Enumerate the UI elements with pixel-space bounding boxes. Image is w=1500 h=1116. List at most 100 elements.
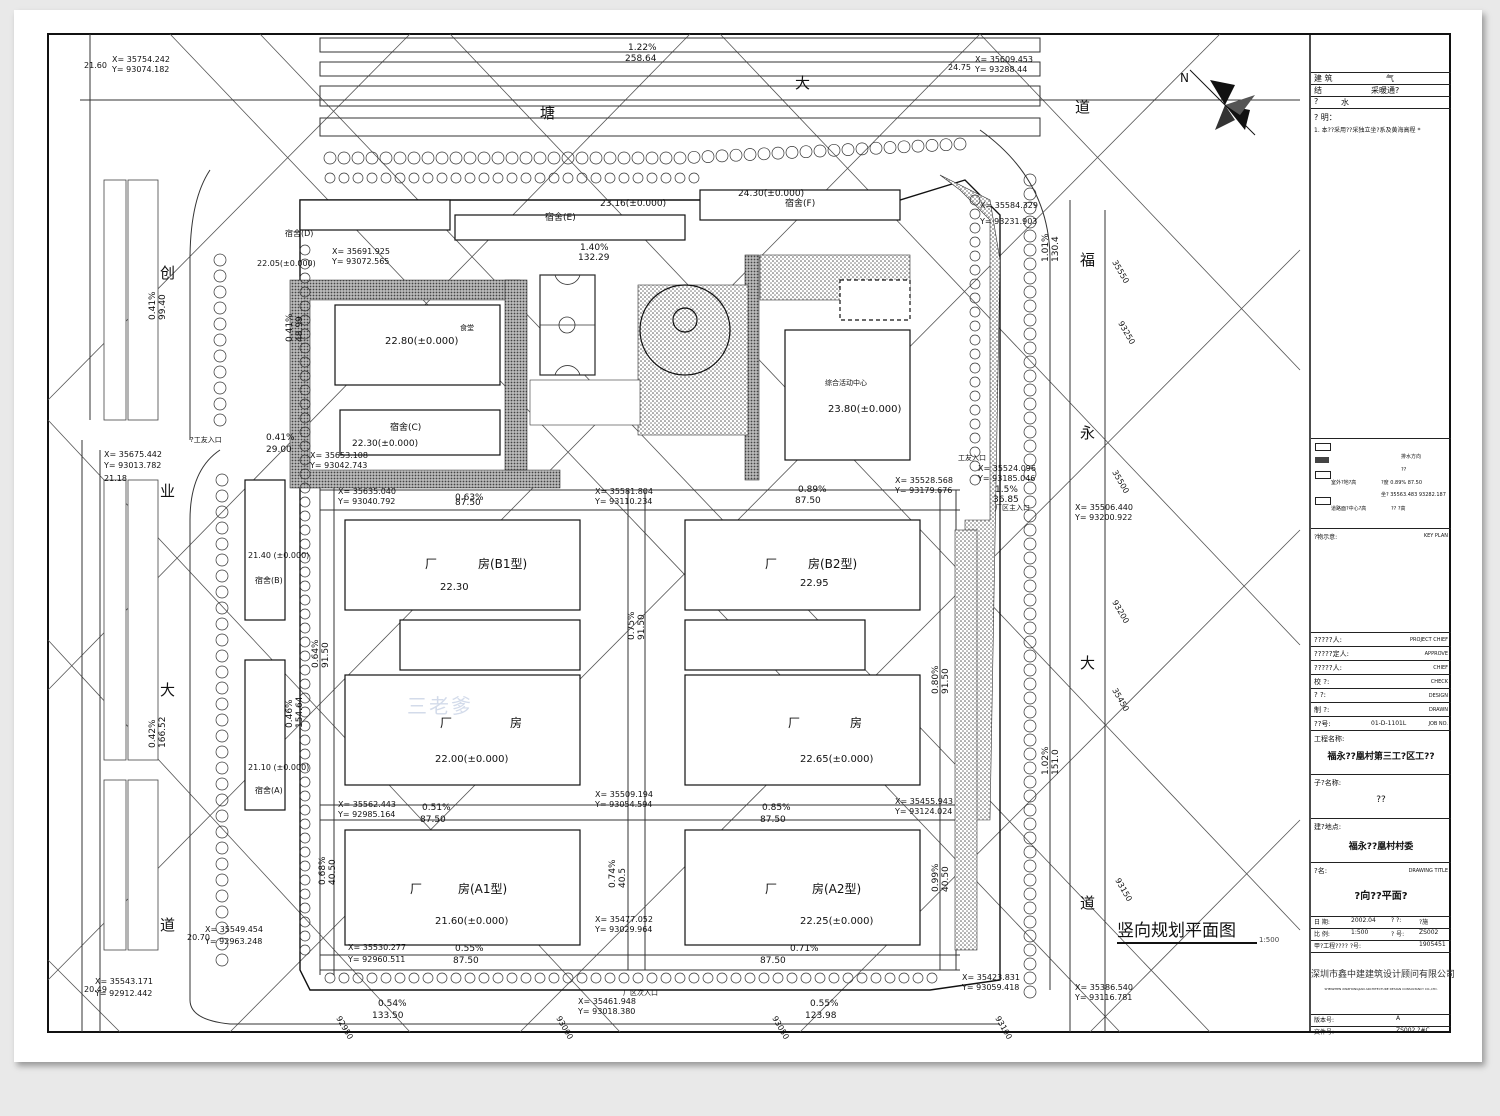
legend-swatch-2 (1315, 457, 1329, 463)
internal-roads (319, 485, 960, 975)
tree-icon (215, 841, 229, 855)
gradient-6-pct: 0.41% (266, 433, 295, 443)
tree-icon (408, 172, 420, 184)
tree-icon (646, 172, 658, 184)
tree-icon (953, 137, 967, 151)
tb-legend: 排水方向 ?? 室外?地?高 ?度 0.89% 87.50 坐? 35563.4… (1311, 438, 1451, 529)
grid-label-7: 93100 (993, 1015, 1014, 1042)
coord-1-h: 21.60 (84, 61, 107, 70)
tree-icon (1023, 481, 1037, 495)
grid-label-5: 35450 (1110, 687, 1131, 714)
canteen-label: 食堂 (460, 323, 474, 332)
tree-icon (1023, 677, 1037, 691)
coord-11-y: Y= 93116.781 (1074, 993, 1132, 1002)
grid-label-2: 93250 (1116, 320, 1137, 347)
tree-icon (299, 636, 311, 648)
tree-icon (324, 172, 336, 184)
tree-icon (299, 692, 311, 704)
tb-site-name: 福永??凰村村委 (1348, 842, 1414, 852)
tb-role-4-en: CHECK (1430, 679, 1448, 685)
tree-icon (800, 972, 812, 984)
canteen-elev: 22.80(±0.000) (385, 336, 459, 347)
tree-icon (450, 972, 462, 984)
tree-icon (1023, 761, 1037, 775)
tree-icon (338, 972, 350, 984)
vgradient-1-len: 99.40 (158, 294, 168, 320)
tree-icon (213, 285, 227, 299)
coord-10-x: X= 35423.831 (962, 973, 1020, 982)
coord-3-h: 21.18 (104, 474, 127, 483)
tree-icon (299, 468, 311, 480)
tree-icon (299, 706, 311, 718)
tree-icon (1023, 439, 1037, 453)
tree-icon (673, 151, 687, 165)
tree-icon (215, 489, 229, 503)
tree-icon (299, 426, 311, 438)
drawing-frame (47, 33, 1451, 1033)
tb-site-label: 建?地点: (1314, 823, 1342, 831)
tree-icon (421, 151, 435, 165)
coord-19-y: Y= 93124.024 (894, 807, 952, 816)
tree-icon (590, 172, 602, 184)
tree-icon (702, 972, 714, 984)
tb-meta-2: 比 例: 1:500 ? 号: ZS002 (1311, 928, 1451, 941)
tree-icon (215, 729, 229, 743)
building-a2-elev: 22.25(±0.000) (800, 916, 874, 927)
tb-legend-3-l: 室外?地?高 (1331, 480, 1357, 486)
coordinate-grid (47, 33, 1301, 1033)
tree-icon (1023, 845, 1037, 859)
tree-icon (969, 460, 981, 472)
vgradient-10-pct: 0.99% (931, 863, 941, 892)
tree-icon (215, 921, 229, 935)
tree-icon (299, 678, 311, 690)
vgradient-4-pct: 0.64% (311, 639, 321, 668)
dorm-f-elev: 24.30(±0.000) (738, 189, 804, 199)
vertical-gradient-labels: 0.41% 99.40 0.41% 48.99 0.75% 91.50 0.64… (148, 233, 1061, 892)
tb-header-row-3: ? 水 (1311, 96, 1451, 109)
tree-icon (215, 761, 229, 775)
tree-icon (1023, 887, 1037, 901)
tree-icon (215, 521, 229, 535)
tb-sub-name: ?? (1376, 795, 1386, 805)
tb-role-4-cn: 校 ?: (1314, 678, 1330, 686)
tree-icon (477, 151, 491, 165)
gradient-9-len: 87.50 (453, 956, 479, 966)
tree-icon (533, 151, 547, 165)
tree-icon (576, 172, 588, 184)
tb-version: 版本号: A (1311, 1014, 1451, 1027)
tree-icon (215, 697, 229, 711)
tree-icon (366, 972, 378, 984)
dorm-d-label: 宿舍(D) (285, 228, 313, 238)
tree-icon (604, 172, 616, 184)
tree-icon (1023, 775, 1037, 789)
left-road-char-4: 道 (160, 916, 175, 934)
tree-icon (215, 873, 229, 887)
tree-icon (911, 139, 925, 153)
building-mid-left-elev: 22.00(±0.000) (435, 754, 509, 765)
basketball-court (539, 274, 596, 376)
tree-icon (1023, 719, 1037, 733)
vgradient-7-pct: 0.42% (148, 719, 158, 748)
tb-drawing-label: ?名: (1314, 867, 1328, 875)
tree-icon (757, 147, 771, 161)
site-plan-drawing: N 塘 大 道 创 业 大 道 福 永 大 道 厂 房(B1型) 22.30 厂… (47, 33, 1451, 1042)
tb-meta-1-l: 日 期: (1314, 919, 1330, 926)
gradient-3-len: 87.50 (455, 498, 481, 508)
tree-icon (213, 397, 227, 411)
building-b1-label-b: 房(B1型) (478, 556, 527, 571)
building-mid-right-label-b: 房 (850, 715, 862, 730)
tree-icon (969, 194, 981, 206)
tree-icon (215, 809, 229, 823)
dorm-e-elev: 23.16(±0.000) (600, 199, 666, 209)
tree-icon (884, 972, 896, 984)
tb-role-7-val: 01-D-1101L (1371, 720, 1407, 727)
tb-role-7-cn: ??号: (1314, 720, 1331, 728)
tree-icon (338, 172, 350, 184)
coord-7-y: Y= 92912.442 (94, 989, 152, 998)
tree-icon (618, 172, 630, 184)
tree-icon (299, 860, 311, 872)
grid-label-6: 93150 (1113, 877, 1134, 904)
tree-icon (870, 972, 882, 984)
tb-project: 工程名称: 福永??凰村第三工?区工?? (1311, 730, 1451, 775)
tree-icon (562, 972, 574, 984)
